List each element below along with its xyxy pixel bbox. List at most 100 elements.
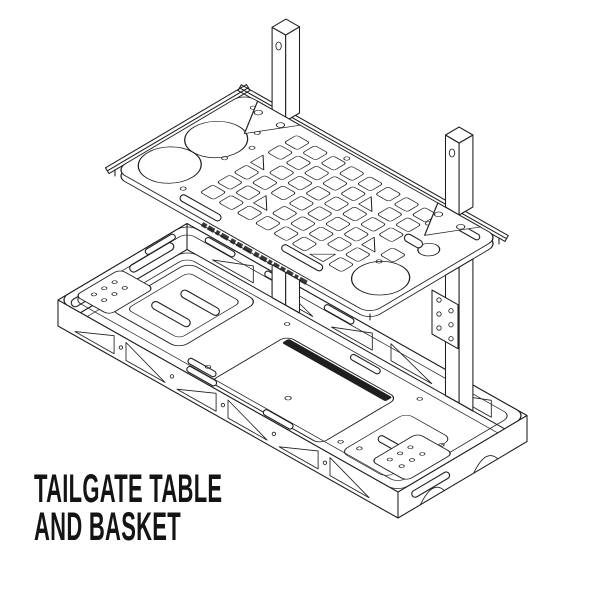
drawing-primitive (187, 367, 217, 386)
drawing-primitive (101, 286, 108, 291)
drawing-primitive (188, 358, 216, 377)
drawing-primitive (444, 126, 474, 144)
drawing-primitive (263, 410, 293, 429)
drawing-primitive (361, 236, 376, 253)
corner-bolt-plate (373, 434, 451, 480)
drawing-primitive (431, 289, 459, 350)
drawing-primitive (343, 156, 351, 161)
drawing-primitive (275, 41, 282, 51)
drawing-primitive (373, 434, 451, 480)
drawing-primitive (307, 206, 332, 221)
drawing-primitive (282, 245, 323, 271)
caption-line-1: TAILGATE TABLE (34, 467, 223, 511)
drawing-primitive (360, 217, 386, 232)
drawing-primitive (448, 308, 454, 314)
drawing-primitive (269, 165, 294, 180)
drawing-primitive (243, 100, 301, 134)
drawing-primitive (329, 457, 370, 499)
drawing-primitive (271, 186, 296, 201)
drawing-primitive (118, 345, 124, 350)
caption-line-2: AND BASKET (34, 505, 181, 550)
drawing-primitive (290, 216, 316, 231)
truss-cutout (176, 388, 217, 412)
drawing-primitive (339, 166, 364, 181)
drawing-primitive (111, 292, 118, 296)
drawing-primitive (289, 196, 314, 211)
drawing-primitive (396, 217, 421, 232)
truss-cutout (227, 399, 268, 441)
drawing-primitive (74, 331, 115, 355)
drawing-primitive (274, 226, 299, 241)
drawing-primitive (275, 122, 286, 128)
drawing-primitive (424, 202, 481, 236)
drawing-primitive (351, 355, 380, 374)
drawing-primitive (120, 96, 494, 311)
drawing-primitive (217, 175, 242, 190)
post-mounting-plate (431, 289, 459, 350)
drawing-primitive (237, 205, 262, 220)
drawing-primitive (286, 155, 311, 170)
drawing-primitive (271, 297, 301, 314)
drawing-primitive (444, 394, 474, 412)
drawing-primitive (448, 322, 454, 328)
drawing-primitive (283, 322, 291, 326)
drawing-primitive (248, 145, 256, 150)
drawing-primitive (227, 399, 268, 441)
mounting-post-left-lower (271, 264, 301, 314)
drawing-primitive (386, 457, 393, 462)
drawing-primitive (322, 176, 348, 191)
drawing-primitive (377, 207, 402, 222)
drawing-primitive (255, 216, 280, 231)
brand-engraving (200, 221, 310, 286)
drawing-primitive (433, 211, 444, 217)
drawing-primitive (358, 196, 373, 212)
screw-hole (221, 156, 228, 161)
drawing-primitive (271, 431, 277, 437)
drawing-primitive (104, 84, 248, 169)
drawing-primitive (356, 446, 363, 451)
drawing-primitive (416, 397, 423, 401)
drawing-primitive (179, 186, 187, 191)
drawing-primitive (250, 154, 265, 171)
drawing-primitive (309, 253, 337, 262)
drawing-primitive (278, 446, 319, 470)
drawing-primitive (90, 292, 98, 297)
drawing-primitive (375, 259, 383, 264)
drawing-primitive (212, 259, 254, 284)
truss-cutout (74, 331, 115, 355)
drawing-primitive (221, 156, 228, 161)
drawing-primitive (473, 455, 499, 474)
drawing-primitive (324, 196, 349, 211)
drawing-primitive (436, 297, 442, 303)
drawing-primitive (236, 185, 261, 200)
drawing-primitive (327, 237, 352, 252)
drawing-primitive (125, 341, 166, 383)
drawing-primitive (328, 257, 354, 272)
drawing-primitive (309, 226, 334, 241)
drawing-primitive (284, 135, 310, 150)
drawing-primitive (304, 166, 329, 181)
drawing-primitive (237, 84, 242, 92)
drawing-primitive (458, 134, 474, 216)
drawing-primitive (504, 235, 509, 242)
drawing-primitive (252, 175, 277, 190)
drawing-primitive (63, 226, 522, 489)
post-lower-sections (271, 258, 474, 412)
drawing-primitive (287, 176, 313, 191)
drawing-primitive (436, 325, 442, 331)
screw-hole (179, 186, 187, 191)
corner-bolt-plate (77, 270, 152, 314)
drawing-primitive (234, 165, 259, 180)
drawing-primitive (220, 402, 226, 408)
truss-cutout (329, 457, 370, 499)
truss-cutout (125, 341, 166, 383)
drawing-primitive (106, 87, 249, 172)
cup-holder-hole (184, 120, 249, 159)
drawing-primitive (129, 273, 239, 338)
drawing-primitive (376, 187, 401, 202)
drawing-primitive (345, 247, 370, 262)
drawing-primitive (77, 270, 152, 314)
table-grid-cutouts (200, 135, 437, 272)
drawing-primitive (205, 238, 235, 257)
